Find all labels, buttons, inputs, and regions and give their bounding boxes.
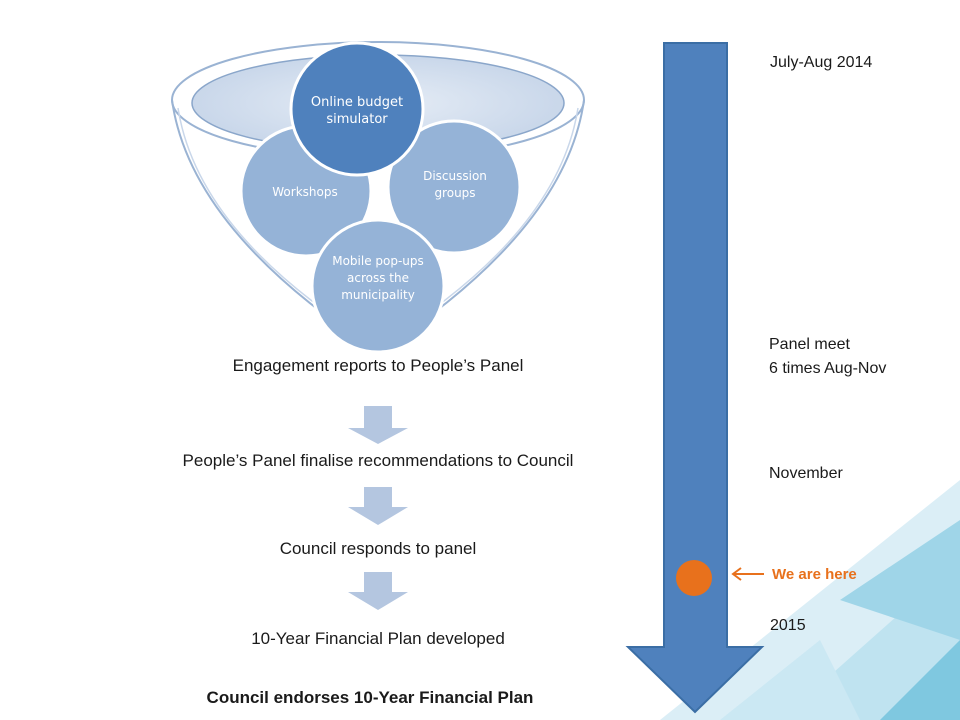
timeline-label-2015: 2015 bbox=[770, 617, 806, 634]
circle-mobile bbox=[310, 218, 446, 354]
bg-triangle bbox=[720, 640, 860, 720]
step-council-responds: Council responds to panel bbox=[279, 539, 477, 558]
step-financial-plan-developed: 10-Year Financial Plan developed bbox=[251, 629, 505, 648]
we-are-here-label: We are here bbox=[772, 566, 857, 583]
circle-label-discussion: Discussion groups bbox=[423, 169, 487, 200]
chevron-arrow bbox=[348, 487, 408, 525]
step-council-endorses: Council endorses 10-Year Financial Plan bbox=[206, 688, 534, 707]
timeline-label-november: November bbox=[769, 465, 843, 482]
current-position-marker bbox=[676, 560, 712, 596]
timeline-arrow-shape bbox=[625, 42, 765, 714]
timeline-label-july-aug: July-Aug 2014 bbox=[770, 54, 873, 71]
circle-label-mobile: Mobile pop-ups across the municipality bbox=[332, 254, 424, 302]
chevron-arrow bbox=[348, 406, 408, 444]
step-engagement-reports: Engagement reports to People’s Panel bbox=[232, 356, 524, 375]
circle-label-workshops: Workshops bbox=[272, 185, 338, 199]
timeline-label-panel-meet: Panel meet bbox=[769, 336, 850, 353]
circle-online bbox=[289, 41, 425, 177]
timeline-label-six-times: 6 times Aug-Nov bbox=[769, 360, 887, 377]
chevron-arrow bbox=[348, 572, 408, 610]
bg-triangle bbox=[880, 640, 960, 720]
circle-discussion bbox=[386, 119, 522, 255]
circle-label-online: Online budget simulator bbox=[310, 95, 404, 127]
step-panel-recommendations: People’s Panel finalise recommendations … bbox=[182, 451, 574, 470]
marker-pointer-arrowhead bbox=[731, 567, 742, 581]
bg-triangle bbox=[840, 520, 960, 640]
